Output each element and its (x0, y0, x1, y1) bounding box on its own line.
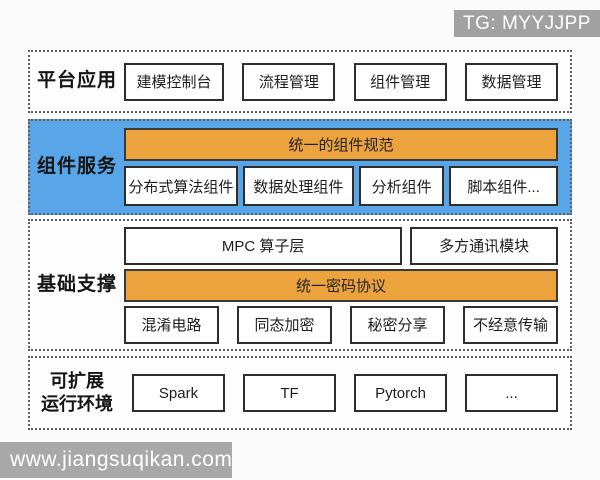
layer-basic-support-content: MPC 算子层 多方通讯模块 统一密码协议 混淆电路 同态加密 秘密分享 不经意… (124, 221, 558, 349)
box-process-management: 流程管理 (242, 62, 336, 101)
box-multiparty-communication-module: 多方通讯模块 (410, 226, 558, 265)
layer-platform-application-label: 平台应用 (36, 70, 117, 92)
box-garbled-circuit: 混淆电路 (124, 305, 219, 344)
mpc-row: MPC 算子层 多方通讯模块 (124, 226, 558, 265)
layer-component-services-content: 统一的组件规范 分布式算法组件 数据处理组件 分析组件 脚本组件... (124, 121, 558, 213)
box-secret-sharing: 秘密分享 (350, 305, 445, 344)
layer-basic-support-label: 基础支撑 (36, 273, 117, 295)
box-script-component: 脚本组件... (449, 166, 558, 206)
box-modeling-console: 建模控制台 (124, 62, 224, 101)
layer-platform-application: 平台应用 建模控制台 流程管理 组件管理 数据管理 (28, 50, 572, 113)
box-spark: Spark (132, 374, 225, 412)
box-pytorch: Pytorch (354, 374, 447, 412)
box-homomorphic-encryption: 同态加密 (237, 305, 332, 344)
box-distributed-algorithm-component: 分布式算法组件 (124, 166, 238, 206)
box-ellipsis: ... (465, 374, 558, 412)
box-data-processing-component: 数据处理组件 (242, 166, 354, 206)
box-oblivious-transfer: 不经意传输 (463, 305, 558, 344)
layer-platform-application-content: 建模控制台 流程管理 组件管理 数据管理 (124, 52, 558, 111)
layer-extensible-runtime: 可扩展 运行环境 Spark TF Pytorch ... (28, 356, 572, 430)
banner-unified-component-spec: 统一的组件规范 (124, 128, 558, 161)
box-mpc-operator-layer: MPC 算子层 (124, 226, 403, 265)
layer-component-services: 组件服务 统一的组件规范 分布式算法组件 数据处理组件 分析组件 脚本组件... (28, 119, 572, 215)
layer-extensible-runtime-content: Spark TF Pytorch ... (124, 358, 558, 428)
box-analysis-component: 分析组件 (359, 166, 445, 206)
layer-component-services-label: 组件服务 (36, 155, 117, 177)
banner-unified-crypto-protocol: 统一密码协议 (124, 268, 558, 302)
layer-basic-support: 基础支撑 MPC 算子层 多方通讯模块 统一密码协议 混淆电路 同态加密 秘密分… (28, 219, 572, 351)
box-component-management: 组件管理 (353, 62, 447, 101)
layer-extensible-runtime-label: 可扩展 运行环境 (41, 370, 113, 414)
component-boxes-row: 分布式算法组件 数据处理组件 分析组件 脚本组件... (124, 166, 558, 206)
site-watermark: www.jiangsuqikan.com (0, 442, 232, 478)
box-tf: TF (243, 374, 336, 412)
tg-watermark-badge: TG: MYYJJPP (454, 10, 600, 37)
box-data-management: 数据管理 (464, 62, 558, 101)
crypto-primitive-row: 混淆电路 同态加密 秘密分享 不经意传输 (124, 305, 558, 344)
